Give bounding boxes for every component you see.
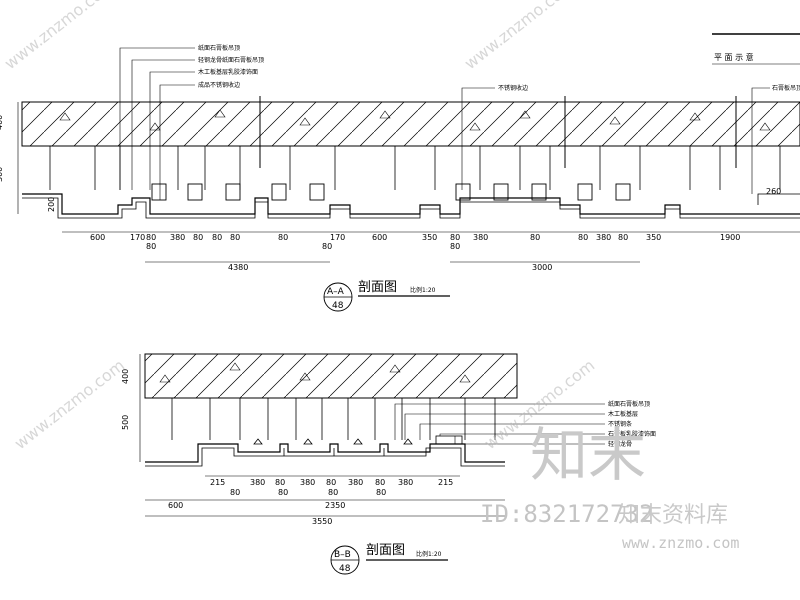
callout-text: 不锈钢收边 <box>498 84 528 92</box>
section-a-height-300: 300 <box>0 167 4 182</box>
dim-label: 380 <box>398 478 413 487</box>
watermark-id: ID:832172732 <box>480 500 653 528</box>
dim-label: 80 <box>530 233 540 242</box>
callout-text: 轻钢龙骨 <box>608 440 632 448</box>
watermark-url: www.znzmo.com <box>622 534 739 552</box>
dim-label: 380 <box>348 478 363 487</box>
dim-label: 80 <box>578 233 588 242</box>
section-b-sheet: 48 <box>339 564 351 574</box>
dim-label: 80 <box>375 478 385 487</box>
callout-text: 木工板基层乳胶漆饰面 <box>198 68 258 76</box>
dim-label: 170 <box>330 233 345 242</box>
callout-text: 木工板基层 <box>608 410 638 418</box>
callout-text: 不锈钢条 <box>608 420 632 428</box>
section-b-drawing <box>139 353 605 517</box>
dim-label: 80 <box>326 478 336 487</box>
section-a-slab <box>21 101 800 147</box>
dim-label: 380 <box>300 478 315 487</box>
callout-text: 纸面石膏板吊顶 <box>198 44 240 52</box>
dim-label: 350 <box>646 233 661 242</box>
dim-label: 80 <box>193 233 203 242</box>
dim-label: 215 <box>210 478 225 487</box>
section-a-total-right: 3000 <box>532 263 552 272</box>
section-b-title: 剖面图 <box>366 543 405 558</box>
dim-label: 600 <box>372 233 387 242</box>
dim-label: 80 <box>322 242 332 251</box>
dim-label: 380 <box>596 233 611 242</box>
section-a-height-400: 400 <box>0 115 4 130</box>
dim-label: 80 <box>230 488 240 497</box>
dim-label: 80 <box>450 233 460 242</box>
dim-label: 80 <box>618 233 628 242</box>
watermark-site: www.znzmo.com <box>1 0 118 73</box>
section-a-dims-row1: 600 170 80 380 80 80 80 80 170 600 350 8… <box>90 233 740 251</box>
watermark-site: www.znzmo.com <box>461 0 578 73</box>
dim-label: 170 <box>130 233 145 242</box>
section-b-scale: 比例1:20 <box>416 550 442 558</box>
callout-text: 轻钢龙骨纸面石膏板吊顶 <box>198 56 264 64</box>
section-a-title: 剖面图 <box>358 280 397 295</box>
dim-label: 350 <box>422 233 437 242</box>
section-a-plan-note: 平 面 示 意 <box>714 52 754 62</box>
section-a-height-200: 200 <box>47 197 56 212</box>
section-b-dim-600: 600 <box>168 501 183 510</box>
dim-label: 80 <box>275 478 285 487</box>
section-b-slab <box>144 353 518 399</box>
callout-text: 成品不锈钢收边 <box>198 81 240 89</box>
dim-label: 80 <box>146 242 156 251</box>
watermark-brand: 知末 <box>530 421 646 489</box>
section-a-callouts: 纸面石膏板吊顶 轻钢龙骨纸面石膏板吊顶 木工板基层乳胶漆饰面 成品不锈钢收边 不… <box>198 44 800 92</box>
dim-label: 80 <box>230 233 240 242</box>
dim-label: 380 <box>250 478 265 487</box>
dim-label: 80 <box>278 488 288 497</box>
callout-text: 石膏板吊顶 <box>772 84 800 92</box>
section-b-callouts: 纸面石膏板吊顶 木工板基层 不锈钢条 石膏板乳胶漆饰面 轻钢龙骨 <box>608 400 656 448</box>
dim-label: 80 <box>328 488 338 497</box>
dim-label: 80 <box>212 233 222 242</box>
section-a-sheet: 48 <box>332 301 344 311</box>
watermark-library: 知末资料库 <box>618 503 728 528</box>
dim-label: 215 <box>438 478 453 487</box>
section-b-dim-2350: 2350 <box>325 501 345 510</box>
section-a-title-block: A–A 48 剖面图 比例1:20 <box>323 280 450 312</box>
section-b-dims-row1: 215 380 80 380 80 380 80 380 215 80 80 8… <box>210 478 453 497</box>
dim-label: 80 <box>278 233 288 242</box>
section-a-drawing <box>17 33 800 263</box>
section-a-scale: 比例1:20 <box>410 286 436 294</box>
watermark-site: www.znzmo.com <box>11 356 128 454</box>
section-b-height-500: 500 <box>121 415 130 430</box>
callout-text: 纸面石膏板吊顶 <box>608 400 650 408</box>
section-b-dim-total: 3550 <box>312 517 332 526</box>
section-a-side-dim: 260 <box>766 187 781 196</box>
dim-label: 380 <box>473 233 488 242</box>
section-b-height-400: 400 <box>121 369 130 384</box>
dim-label: 1900 <box>720 233 740 242</box>
section-a-total-left: 4380 <box>228 263 248 272</box>
watermarks: www.znzmo.com www.znzmo.com www.znzmo.co… <box>1 0 740 552</box>
dim-label: 80 <box>450 242 460 251</box>
dim-label: 80 <box>376 488 386 497</box>
dim-label: 380 <box>170 233 185 242</box>
section-b-label: B–B <box>334 550 351 560</box>
dim-label: 80 <box>146 233 156 242</box>
section-a-label: A–A <box>327 287 345 297</box>
callout-text: 石膏板乳胶漆饰面 <box>608 430 656 438</box>
section-b-title-block: B–B 48 剖面图 比例1:20 <box>330 543 448 575</box>
dim-label: 600 <box>90 233 105 242</box>
